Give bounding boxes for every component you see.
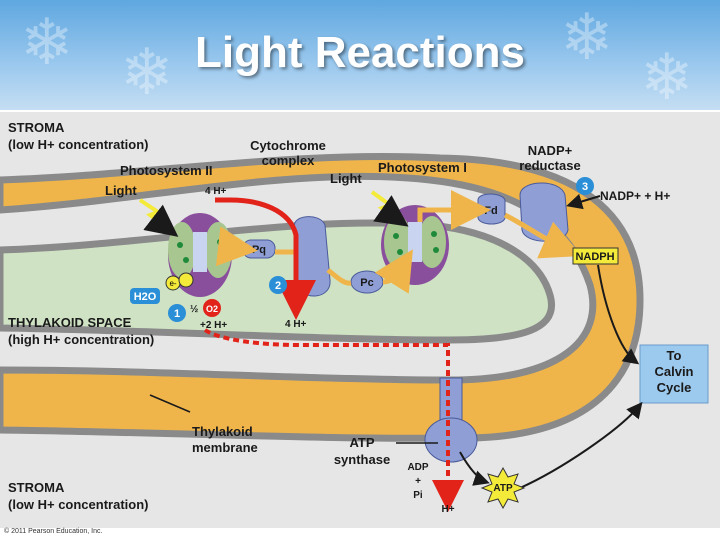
adp-to-atp-arrow (459, 451, 490, 486)
electron-flow-arrow (503, 212, 582, 259)
electron-flow-arrow (215, 226, 258, 267)
snowflake-icon: ❄ (640, 41, 694, 110)
stroma-bottom-sublabel: (low H+ concentration) (8, 497, 148, 512)
step-1-label: 1 (174, 308, 180, 320)
membrane-leader-line (149, 394, 191, 413)
h2o-label: H2O (134, 291, 157, 303)
electron-icon (178, 272, 194, 288)
light-label-right: Light (330, 171, 362, 186)
two-h-label: +2 H+ (200, 320, 227, 331)
cytochrome-complex (294, 216, 331, 297)
stroma-top-sublabel: (low H+ concentration) (8, 137, 148, 152)
pc-label: Pc (360, 277, 373, 289)
step-1-badge (168, 304, 186, 322)
thylakoid-space-sublabel: (high H+ concentration) (8, 332, 154, 347)
snowflake-icon: ❄ (560, 1, 614, 73)
o2-badge (203, 299, 221, 317)
pi-label: Pi (413, 490, 423, 501)
thylakoid-space-label: THYLAKOID SPACE (8, 315, 132, 330)
copyright-credit: © 2011 Pearson Education, Inc. (4, 528, 103, 535)
adp-label: ADP (407, 462, 428, 473)
half-label: ½ (190, 304, 198, 315)
nadp-reductase-enzyme (519, 182, 569, 242)
o2-label: O2 (206, 304, 218, 314)
electron-flow-arrow (374, 249, 413, 294)
step-3-label: 3 (582, 181, 588, 193)
light-label-left: Light (105, 183, 137, 198)
atp-synthase (424, 377, 478, 463)
cytochrome-label-1: Cytochrome (250, 138, 326, 153)
atp-label: ATP (493, 483, 513, 494)
pq-label: Pq (252, 244, 266, 256)
electron-label: e- (169, 279, 176, 288)
light-bolt-icon (370, 190, 409, 227)
stroma-bottom-label: STROMA (8, 480, 65, 495)
nadp-reductase-label-1: NADP+ (528, 143, 573, 158)
h-out-label: H+ (441, 504, 454, 515)
calvin-text-2: Calvin (654, 364, 693, 379)
plus-label: + (415, 476, 421, 487)
electron-flow-arrow (326, 268, 352, 286)
atp-synthase-label-2: synthase (334, 452, 390, 467)
thylakoid-membrane-label-2: membrane (192, 440, 258, 455)
h2o-badge (130, 288, 160, 304)
slide-title: Light Reactions (194, 28, 526, 77)
proton-pump-arrow (215, 197, 316, 320)
four-h-lumen-label: 4 H+ (285, 319, 307, 330)
atp-to-calvin-arrow (519, 401, 643, 489)
nadph-box (572, 247, 619, 265)
nadp-plus-h-label: NADP+ + H+ (600, 189, 670, 203)
calvin-text-3: Cycle (657, 380, 692, 395)
nadph-label: NADPH (575, 251, 614, 263)
electron-flow-arrow (417, 190, 491, 230)
step-3-badge (576, 177, 594, 195)
snowflake-icon: ❄ (20, 6, 74, 78)
nadph-to-calvin-arrow (597, 264, 640, 365)
photosystem-ii-label: Photosystem II (120, 163, 212, 178)
fd-label: Fd (484, 205, 497, 217)
step-2-badge (269, 276, 287, 294)
nadp-reductase-label-2: reductase (519, 158, 580, 173)
photosystem-i-label: Photosystem I (378, 160, 467, 175)
step-2-label: 2 (275, 280, 281, 292)
light-bolt-icon (138, 198, 179, 237)
snowflake-icon: ❄ (120, 36, 174, 108)
atp-starburst (480, 466, 526, 510)
nadp-input-arrow (566, 193, 601, 210)
slide-header: ❄ ❄ ❄ ❄ Light Reactions (0, 0, 720, 110)
calvin-cycle-box (639, 344, 709, 404)
stroma-top-label: STROMA (8, 120, 65, 135)
h-in-label: 4 H+ (205, 186, 227, 197)
atp-synthase-label-1: ATP (349, 435, 374, 450)
photosystem-i (381, 205, 449, 285)
proton-gradient-arrow (203, 328, 464, 512)
calvin-text-1: To (667, 348, 682, 363)
cytochrome-label-2: complex (262, 153, 316, 168)
thylakoid-membrane-label-1: Thylakoid (192, 424, 253, 439)
